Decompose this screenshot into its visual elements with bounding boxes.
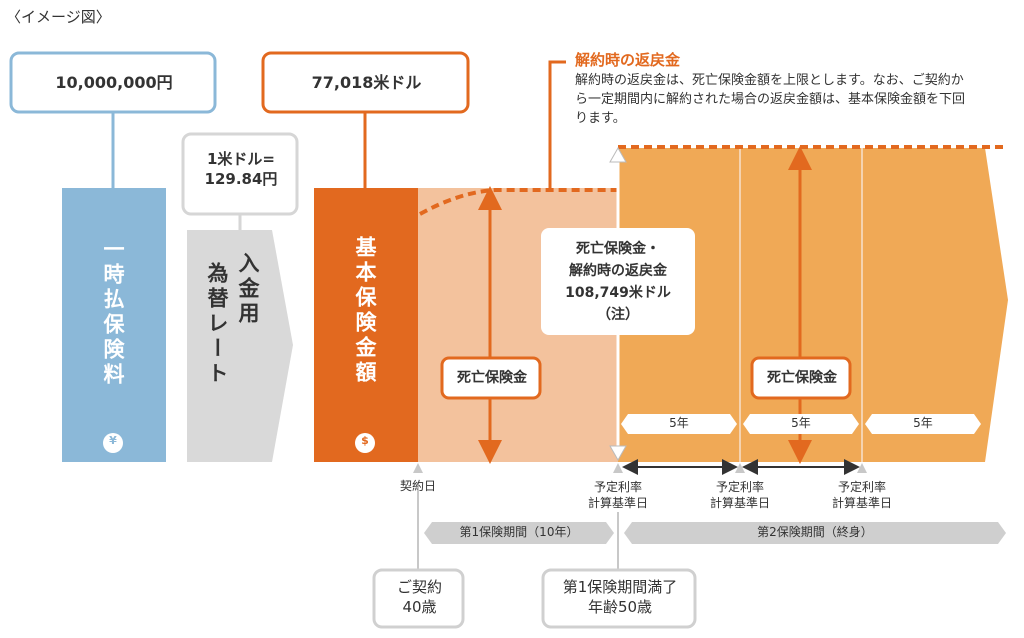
maturity-line-3: 108,749米ドル: [565, 285, 671, 301]
rate-label-1: 入金用: [236, 252, 260, 327]
yen-icon: [103, 433, 123, 453]
first-period-bar: [424, 522, 614, 544]
five-year-pill: [621, 414, 737, 434]
page-title: 〈イメージ図〉: [6, 8, 111, 26]
base-column: [314, 188, 418, 462]
five-year-pill: [865, 414, 981, 434]
yen-symbol: ¥: [109, 434, 117, 447]
five-year-label: 5年: [669, 416, 689, 430]
premium-amount: 10,000,000円: [55, 73, 173, 92]
rate-label-2: 為替レート: [205, 262, 229, 387]
first-period-label: 第1保険期間（10年）: [459, 525, 579, 539]
dollar-icon: [355, 433, 375, 453]
base-amount: 77,018米ドル: [311, 73, 422, 92]
base-label: 基本保険金額: [353, 236, 377, 386]
rate-day-label: 予定利率 計算基準日: [831, 480, 892, 510]
dollar-symbol: $: [361, 434, 369, 447]
premium-column: [62, 188, 166, 462]
second-period-label: 第2保険期間（終身）: [757, 525, 873, 539]
surrender-description: 解約時の返戻金は、死亡保険金額を上限とします。なお、ご契約から一定期間内に解約さ…: [575, 73, 966, 126]
maturity-age-box: 第1保険期間満了 年齢50歳: [562, 578, 678, 616]
death-benefit-label-1: 死亡保険金: [457, 370, 527, 386]
maturity-benefit-box: 死亡保険金・ 解約時の返戻金 108,749米ドル （注）: [541, 238, 695, 326]
contract-day-label: 契約日: [399, 479, 436, 493]
death-benefit-box: [750, 356, 852, 400]
contract-age-box: ご契約 40歳: [396, 578, 442, 616]
second-period-bar: [624, 522, 1006, 544]
maturity-line-1: 死亡保険金・: [576, 241, 660, 257]
rate-arrow: [187, 230, 293, 462]
maturity-box-bg: [541, 228, 695, 335]
rate-day-label: 予定利率 計算基準日: [587, 480, 648, 510]
death-benefit-box: [440, 356, 542, 400]
surrender-title: 解約時の返戻金: [575, 51, 681, 69]
contract-age-frame: [372, 568, 465, 629]
five-year-label: 5年: [791, 416, 811, 430]
premium-label: 一時払保険料: [101, 238, 125, 388]
rate-box-text: 1米ドル= 129.84円: [204, 150, 278, 188]
rate-day-label: 予定利率 計算基準日: [709, 480, 770, 510]
maturity-line-2: 解約時の返戻金: [569, 263, 667, 279]
five-year-pill: [743, 414, 859, 434]
second-period-area: [618, 148, 1008, 462]
maturity-line-4: （注）: [597, 307, 639, 323]
maturity-age-frame: [541, 568, 697, 629]
surrender-bracket: [548, 60, 566, 190]
death-benefit-label-2: 死亡保険金: [767, 370, 837, 386]
five-year-label: 5年: [913, 416, 933, 430]
maturity-arrow-heads: [609, 146, 627, 462]
